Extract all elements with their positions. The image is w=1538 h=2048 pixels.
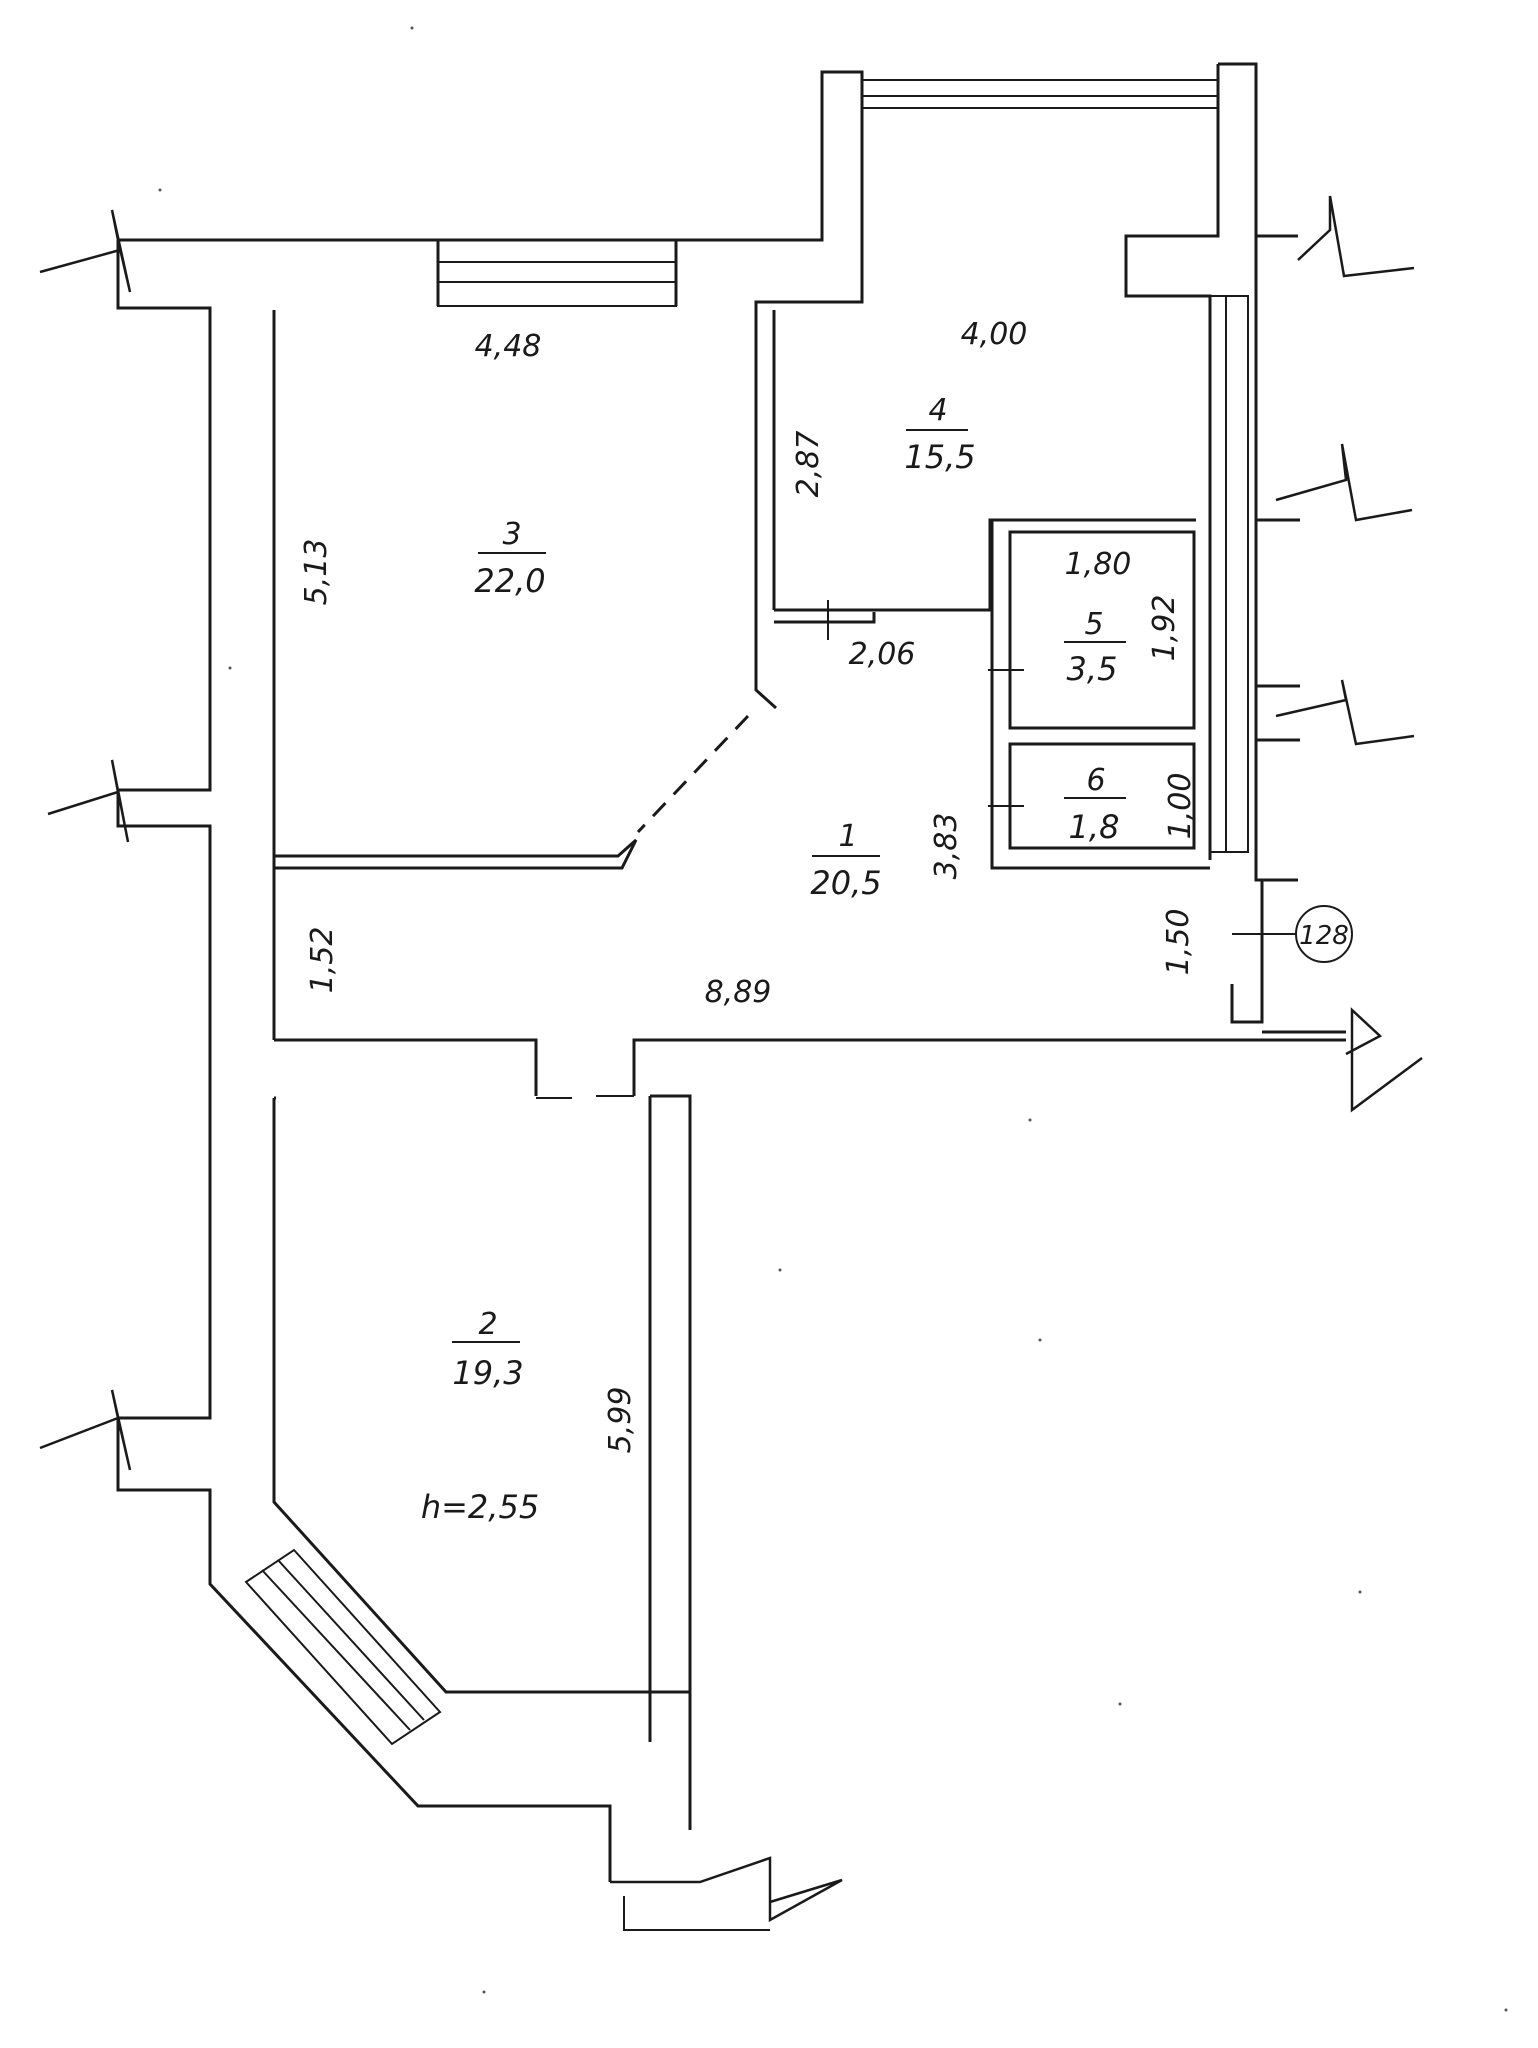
- shaft-right: [1209, 295, 1249, 853]
- wall-room2-right: [648, 1094, 692, 1830]
- dim-room4-width: 4,00: [961, 317, 1028, 352]
- wall-room6: [1008, 742, 1196, 850]
- wall-room4-bottom: [774, 518, 1196, 624]
- room-1-number: 1: [838, 819, 857, 854]
- break-right-top: [1297, 195, 1415, 278]
- bay-window: [244, 1548, 442, 1746]
- wall-corridor-bottom: [274, 1038, 1346, 1100]
- apartment-number-circle: [1295, 905, 1353, 963]
- dim-corridor-length: 8,89: [705, 975, 772, 1010]
- room-5-number: 5: [1084, 607, 1103, 642]
- dim-room5-height: 1,92: [1147, 595, 1182, 662]
- door-room3: [636, 714, 750, 834]
- dim-corridor-height-right: 1,50: [1161, 909, 1196, 976]
- dim-room4-height: 2,87: [791, 431, 826, 498]
- room-3-number: 3: [502, 517, 521, 552]
- window-top-left: [437, 239, 677, 307]
- dim-room6-height: 1,00: [1163, 773, 1198, 840]
- wall-room3-right: [754, 310, 778, 710]
- break-right-low: [1275, 679, 1415, 746]
- room-1-area: 20,5: [810, 864, 881, 902]
- dim-room2-height: 5,99: [603, 1387, 638, 1454]
- room-2-number: 2: [478, 1307, 497, 1342]
- room-2-area: 19,3: [452, 1354, 523, 1392]
- break-left-low: [39, 1389, 132, 1471]
- room-6-area: 1,8: [1069, 808, 1120, 846]
- dim-room3-width: 4,48: [475, 329, 542, 364]
- break-bottom: [610, 1856, 843, 1923]
- break-left-top: [39, 209, 132, 293]
- room-5-area: 3,5: [1067, 650, 1118, 688]
- balcony: [862, 79, 1218, 109]
- dim-hall-height: 3,83: [929, 813, 964, 880]
- exterior-wall-top: [438, 70, 864, 310]
- wall-room5: [1008, 530, 1196, 730]
- wall-room3-bottom: [274, 838, 638, 870]
- room-4-area: 15,5: [904, 438, 975, 476]
- room-6-number: 6: [1086, 763, 1105, 798]
- exterior-wall-left-inner: [272, 310, 690, 1694]
- room-4-number: 4: [928, 393, 947, 428]
- room-3-area: 22,0: [474, 562, 545, 600]
- dim-room5-width: 1,80: [1065, 547, 1132, 582]
- dim-hall-width: 2,06: [849, 637, 916, 672]
- break-left-mid: [47, 759, 130, 843]
- exterior-wall-right: [1230, 236, 1346, 1034]
- break-right-corridor: [1345, 1007, 1423, 1113]
- apartment-number: 128: [1299, 921, 1349, 951]
- dim-room3-height: 5,13: [299, 539, 334, 606]
- break-right-mid: [1275, 443, 1413, 522]
- dim-corridor-height-left: 1,52: [305, 927, 340, 994]
- ceiling-height: h=2,55: [421, 1488, 539, 1526]
